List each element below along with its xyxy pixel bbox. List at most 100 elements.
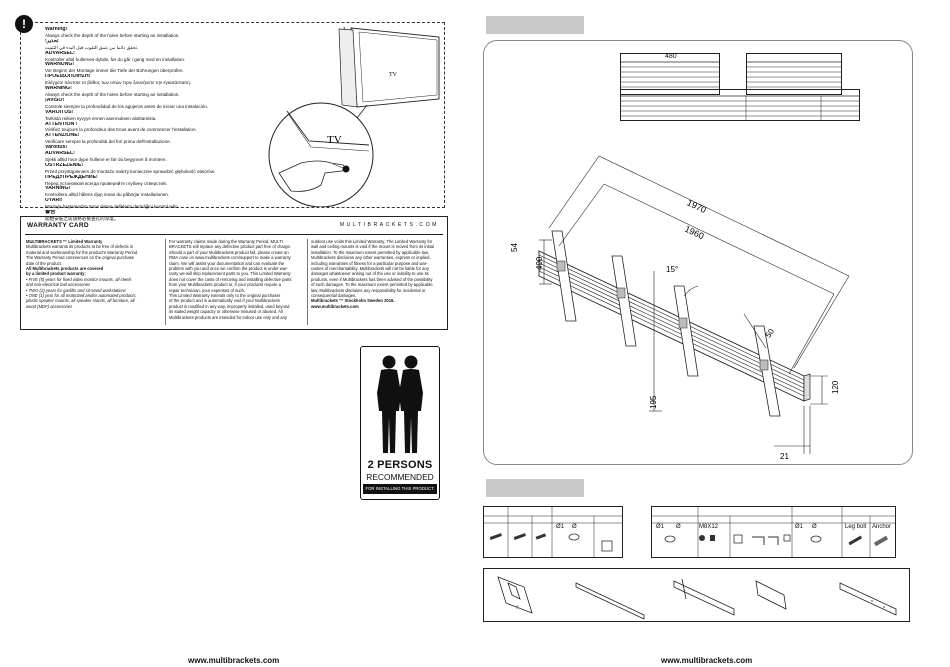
warning-line: Always check the depth of the holes befo…: [45, 91, 180, 97]
warranty-line: BRACKETS will replace any defective prod…: [169, 244, 291, 250]
warranty-line: material and workmanship for the product…: [26, 249, 139, 255]
warranty-line: plastic speaker mounts, all speaker stan…: [26, 298, 135, 304]
footer-url-right: www.multibrackets.com: [661, 656, 753, 665]
warning-line: Kontrollera alltid hålens djup innan du …: [45, 192, 170, 198]
warning-line: Vor Beginn der Montage immer die Tiefe d…: [45, 68, 184, 74]
warning-line: VAROITUS!: [45, 109, 74, 115]
warning-line: WARNING!: [45, 86, 72, 92]
warranty-line: installation. To the maximum extent perm…: [311, 249, 429, 255]
warranty-line: All Multibrackets products are covered: [26, 266, 104, 272]
warranty-line: wall and ceiling mounts is void if the m…: [311, 244, 434, 250]
warranty-line: repair technician, your expenses of such…: [169, 287, 246, 293]
warranty-line: from your Multibrackets product or, if y…: [169, 282, 281, 288]
spec-table-3-lines: [621, 95, 859, 120]
warranty-card: WARRANTY CARD MULTIBRACKETS.COM MULTIBRA…: [20, 216, 448, 330]
divider: [165, 239, 166, 325]
parts-row: [483, 568, 910, 622]
warning-line: 警告: [45, 210, 56, 216]
warranty-line: For warranty claims made during the Warr…: [169, 239, 283, 244]
warranty-line: its stated weight capacity or otherwise …: [169, 309, 283, 315]
warning-line: Ελέγχετε πάντοτε το βάθος των οπών πριν …: [45, 80, 192, 86]
warning-line: تحقق دائما من عمق الثقوب قبل البدء في ال…: [45, 44, 139, 50]
warranty-line: Should a part of your Multibrackets prod…: [169, 249, 289, 255]
warning-line: OSTRZEŻENIE!: [45, 162, 84, 168]
warning-text: Warning!Always check the depth of the ho…: [45, 27, 225, 222]
kit-right-label-5: Ø: [812, 524, 817, 530]
two-persons-badge: 2 PERSONS RECOMMENDED FOR INSTALLING THI…: [360, 346, 440, 500]
warranty-line: Multibrackets products are intended for …: [169, 314, 288, 320]
warranty-line: The Warranty Period commences on the ori…: [26, 255, 135, 261]
spec-table-3: [620, 89, 860, 121]
warning-line: Warning!: [45, 27, 68, 32]
warranty-line: • FIVE (5) years for fixed video monitor…: [26, 276, 132, 282]
warranty-line: consequential damages.: [311, 293, 357, 299]
dimensions-panel: 480: [483, 40, 913, 465]
warning-line: Kontroller altid hullernes dybde, før du…: [45, 56, 186, 62]
warranty-site: MULTIBRACKETS.COM: [339, 222, 439, 228]
persons-count: 2 PERSONS: [367, 459, 433, 471]
kit-table-right: Ø1 Ø M8X12 Ø1 Ø Leg bolt Anchor: [651, 506, 896, 558]
kit-right-label-1: Ø1: [656, 524, 665, 530]
warning-line: Controle siempre la profundidad de los a…: [45, 103, 209, 109]
warranty-line: Multibrackets warrants its products to b…: [26, 244, 134, 250]
warranty-line: • ONE (1) year for all motorized and/or …: [26, 293, 137, 299]
warranty-title: WARRANTY CARD: [27, 222, 89, 229]
footer-url-left: www.multibrackets.com: [188, 656, 280, 665]
warning-line: !تحذير: [45, 38, 59, 44]
warranty-line: Multibrackets disclaims any other warran…: [311, 255, 431, 261]
warning-line: ADVARSEL!: [45, 50, 75, 56]
warranty-line: RMA case on www.multibrackets.com/suppor…: [169, 255, 291, 261]
warranty-line: of the product and is automatically void…: [169, 298, 280, 304]
warranty-line: including warranties of fitness for a pa…: [311, 260, 428, 266]
warranty-line: by a limited product warranty:: [26, 271, 86, 277]
warranty-line: wood (MDF) accessories: [26, 303, 73, 309]
spec-table-1-lines: [621, 61, 719, 88]
dim-1960: 1960: [683, 224, 705, 242]
warranty-line: law, Multibrackets disclaims any respons…: [311, 287, 426, 293]
warranty-line: claim. We will assist your documentation…: [169, 260, 285, 266]
warning-line: ATTENTION !: [45, 121, 78, 127]
warning-line: 開始安裝之前請務必檢查孔的深度。: [45, 216, 119, 221]
kit-right-label-7: Anchor: [872, 524, 892, 530]
kit-table-left-grid: [484, 507, 622, 557]
warning-box: ! Warning!Always check the depth of the …: [15, 15, 445, 221]
kit-right-label-3: M8X12: [699, 524, 719, 530]
warning-line: Always check the depth of the holes befo…: [45, 32, 180, 38]
warning-line: ¡AVISO!: [45, 97, 65, 103]
divider: [25, 234, 443, 235]
dim-1970: 1970: [685, 197, 707, 215]
warranty-line: product is modified in any way, improper…: [169, 303, 290, 309]
spec-table-1: 480: [620, 53, 720, 95]
warranty-line: date of the product.: [26, 260, 63, 266]
dim-400: 400: [535, 256, 544, 270]
spec-table-2: [746, 53, 842, 95]
dim-angle: 15°: [666, 265, 678, 274]
divider: [307, 239, 308, 325]
dim-195: 195: [649, 395, 658, 409]
kit-right-label-6: Leg bolt: [845, 524, 867, 530]
kit-right-label-4: Ø1: [795, 524, 804, 530]
warranty-line: does not cover the costs of removing and…: [169, 276, 292, 282]
section-header-parts: [486, 479, 584, 497]
dimension-drawing: 54 1970 1960 400 15° 50 195 120 21: [510, 155, 850, 461]
warranty-column-3: outdoor use voids this Limited Warranty.…: [311, 239, 445, 309]
tv-label-zoom: TV: [327, 134, 342, 146]
warranty-line: damages whatsoever arising out of the us…: [311, 271, 429, 277]
kit-table-left: Ø1 Ø: [483, 506, 623, 558]
spec-table-header: 480: [665, 53, 677, 60]
warranty-line: MULTIBRACKETS ™ Limited Warranty: [26, 239, 103, 244]
warranty-line: and non-electrical tool accessories: [26, 282, 91, 288]
warning-line: UYARI!: [45, 198, 63, 204]
warranty-line: of such damages. To the maximum extent p…: [311, 282, 433, 288]
warning-line: ATTENZIONE!: [45, 133, 80, 139]
warning-icon: !: [15, 15, 33, 33]
two-persons-icon: [377, 355, 423, 453]
warning-line: ПРЕДУПРЕЖДЕНИЕ!: [45, 174, 98, 180]
dim-120: 120: [831, 380, 840, 394]
warranty-line: Multibrackets ™ Stockholm Sweden 2016.: [311, 298, 395, 304]
warranty-line: ranties of merchantability. Multibracket…: [311, 266, 429, 272]
warning-line: Varoitus!: [45, 145, 68, 151]
warning-line: ADVARSEL!: [45, 151, 75, 157]
installing-note: FOR INSTALLING THIS PRODUCT.: [363, 484, 437, 494]
